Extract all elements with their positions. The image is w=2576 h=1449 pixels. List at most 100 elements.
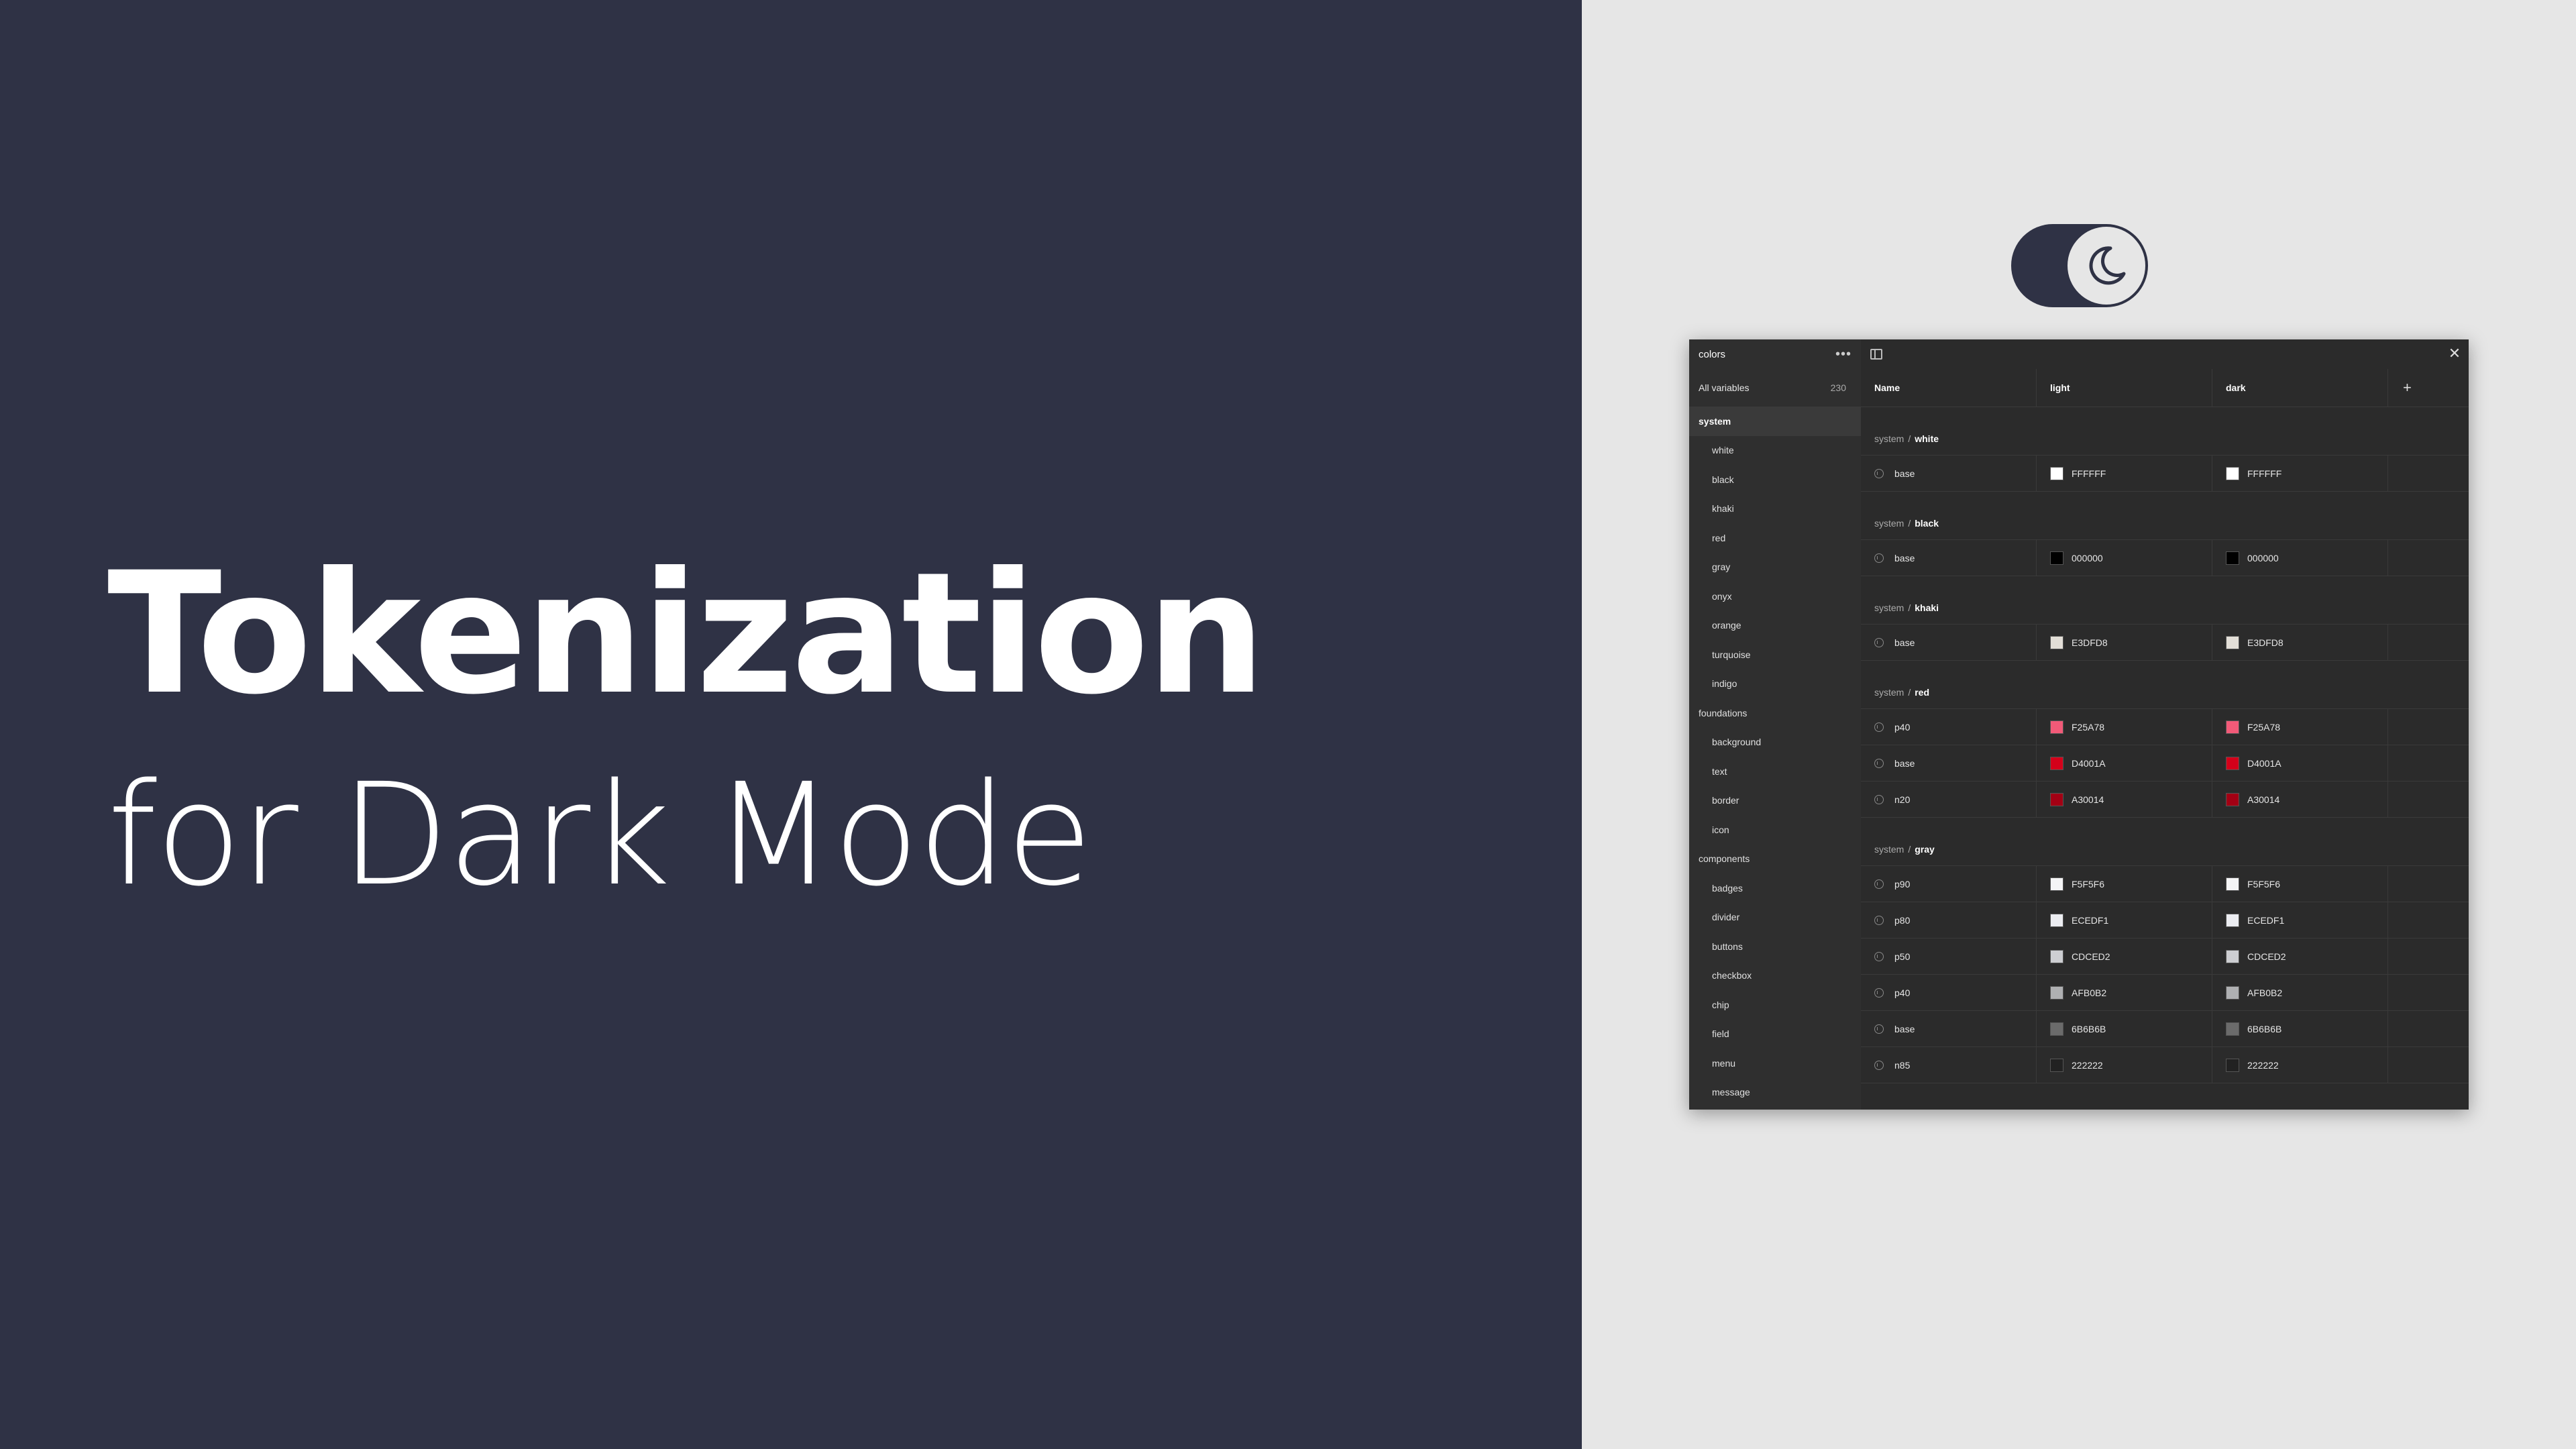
column-dark[interactable]: dark <box>2212 369 2388 407</box>
color-swatch[interactable] <box>2050 877 2063 891</box>
variable-name-cell[interactable]: base <box>1861 745 2037 781</box>
light-value-cell[interactable]: F5F5F6 <box>2037 866 2212 902</box>
variable-name-cell[interactable]: base <box>1861 540 2037 576</box>
color-swatch[interactable] <box>2050 551 2063 565</box>
color-swatch[interactable] <box>2226 949 2239 963</box>
light-value-cell[interactable]: A30014 <box>2037 782 2212 817</box>
color-swatch[interactable] <box>2050 792 2063 806</box>
all-variables-item[interactable]: All variables 230 <box>1689 369 1861 407</box>
dark-value-cell[interactable]: D4001A <box>2212 745 2388 781</box>
dark-value-cell[interactable]: FFFFFF <box>2212 455 2388 491</box>
sidebar-item-white[interactable]: white <box>1712 445 1734 456</box>
variable-name-cell[interactable]: p40 <box>1861 709 2037 745</box>
sidebar-item-divider[interactable]: divider <box>1712 912 1740 923</box>
color-swatch[interactable] <box>2226 792 2239 806</box>
variable-name-cell[interactable]: base <box>1861 455 2037 491</box>
sidebar-item-icon[interactable]: icon <box>1712 824 1729 835</box>
variable-name-cell[interactable]: p40 <box>1861 975 2037 1010</box>
light-value-cell[interactable]: 6B6B6B <box>2037 1011 2212 1046</box>
variable-name-cell[interactable]: n85 <box>1861 1047 2037 1083</box>
sidebar-item-field[interactable]: field <box>1712 1028 1729 1040</box>
variable-name-cell[interactable]: p80 <box>1861 902 2037 938</box>
sidebar-toggle-icon[interactable] <box>1870 349 1882 360</box>
color-swatch[interactable] <box>2050 913 2063 927</box>
sidebar-item-background[interactable]: background <box>1712 737 1762 748</box>
light-value-cell[interactable]: ECEDF1 <box>2037 902 2212 938</box>
variable-name-cell[interactable]: n20 <box>1861 782 2037 817</box>
variable-name-cell[interactable]: base <box>1861 1011 2037 1046</box>
add-mode-button[interactable]: + <box>2403 379 2412 396</box>
color-swatch[interactable] <box>2226 635 2239 649</box>
color-swatch[interactable] <box>2226 720 2239 734</box>
color-swatch[interactable] <box>2226 551 2239 565</box>
sidebar-item-orange[interactable]: orange <box>1712 620 1741 631</box>
sidebar-item-menu[interactable]: menu <box>1712 1057 1736 1069</box>
light-value-cell[interactable]: F25A78 <box>2037 709 2212 745</box>
sidebar-item-black[interactable]: black <box>1712 474 1734 485</box>
color-swatch[interactable] <box>2050 1058 2063 1072</box>
light-value-cell[interactable]: 000000 <box>2037 540 2212 576</box>
light-value-cell[interactable]: 222222 <box>2037 1047 2212 1083</box>
color-swatch[interactable] <box>2050 466 2063 480</box>
dark-value-cell[interactable]: F25A78 <box>2212 709 2388 745</box>
sidebar-item-message[interactable]: message <box>1712 1087 1750 1098</box>
light-value-cell[interactable]: D4001A <box>2037 745 2212 781</box>
sidebar-item-red[interactable]: red <box>1712 532 1726 543</box>
variable-name-cell[interactable]: base <box>1861 625 2037 660</box>
variable-name-cell[interactable]: p50 <box>1861 938 2037 974</box>
color-swatch[interactable] <box>2050 720 2063 734</box>
column-name[interactable]: Name <box>1861 369 2037 407</box>
color-swatch[interactable] <box>2226 913 2239 927</box>
color-swatch[interactable] <box>2226 466 2239 480</box>
color-swatch[interactable] <box>2226 756 2239 770</box>
sidebar-item-badges[interactable]: badges <box>1712 882 1743 894</box>
color-swatch[interactable] <box>2226 1058 2239 1072</box>
color-swatch[interactable] <box>2050 635 2063 649</box>
sidebar-item-buttons[interactable]: buttons <box>1712 941 1743 952</box>
dark-mode-toggle[interactable] <box>2011 224 2148 307</box>
color-swatch[interactable] <box>2050 985 2063 1000</box>
sidebar-item-foundations[interactable]: foundations <box>1699 707 1748 718</box>
dark-value-cell[interactable]: A30014 <box>2212 782 2388 817</box>
more-options-icon[interactable]: ••• <box>1835 347 1851 362</box>
light-value-cell[interactable]: E3DFD8 <box>2037 625 2212 660</box>
sidebar-item-indigo[interactable]: indigo <box>1712 678 1737 690</box>
dark-value-cell[interactable]: CDCED2 <box>2212 938 2388 974</box>
dark-value-cell[interactable]: AFB0B2 <box>2212 975 2388 1010</box>
light-value-cell[interactable]: CDCED2 <box>2037 938 2212 974</box>
dark-value-cell[interactable]: 000000 <box>2212 540 2388 576</box>
light-value-cell[interactable]: FFFFFF <box>2037 455 2212 491</box>
sidebar-item-onyx[interactable]: onyx <box>1712 590 1732 602</box>
sidebar-item-gray[interactable]: gray <box>1712 561 1731 573</box>
dark-value-cell[interactable]: E3DFD8 <box>2212 625 2388 660</box>
close-icon[interactable]: ✕ <box>2448 345 2461 362</box>
sidebar-item-checkbox[interactable]: checkbox <box>1712 970 1752 981</box>
dark-value-cell[interactable]: F5F5F6 <box>2212 866 2388 902</box>
sidebar-item-border[interactable]: border <box>1712 795 1739 806</box>
color-swatch[interactable] <box>2050 949 2063 963</box>
light-value-cell[interactable]: AFB0B2 <box>2037 975 2212 1010</box>
dark-value-cell[interactable]: 222222 <box>2212 1047 2388 1083</box>
sidebar-item-system[interactable]: system <box>1689 407 1861 436</box>
column-light[interactable]: light <box>2037 369 2212 407</box>
color-swatch[interactable] <box>2226 1022 2239 1036</box>
sidebar-item-text[interactable]: text <box>1712 765 1727 777</box>
color-swatch[interactable] <box>2050 756 2063 770</box>
color-swatch[interactable] <box>2226 877 2239 891</box>
sidebar-item-components[interactable]: components <box>1699 853 1750 865</box>
variable-name-cell[interactable]: p90 <box>1861 866 2037 902</box>
color-swatch[interactable] <box>2050 1022 2063 1036</box>
dark-value-cell[interactable]: 6B6B6B <box>2212 1011 2388 1046</box>
